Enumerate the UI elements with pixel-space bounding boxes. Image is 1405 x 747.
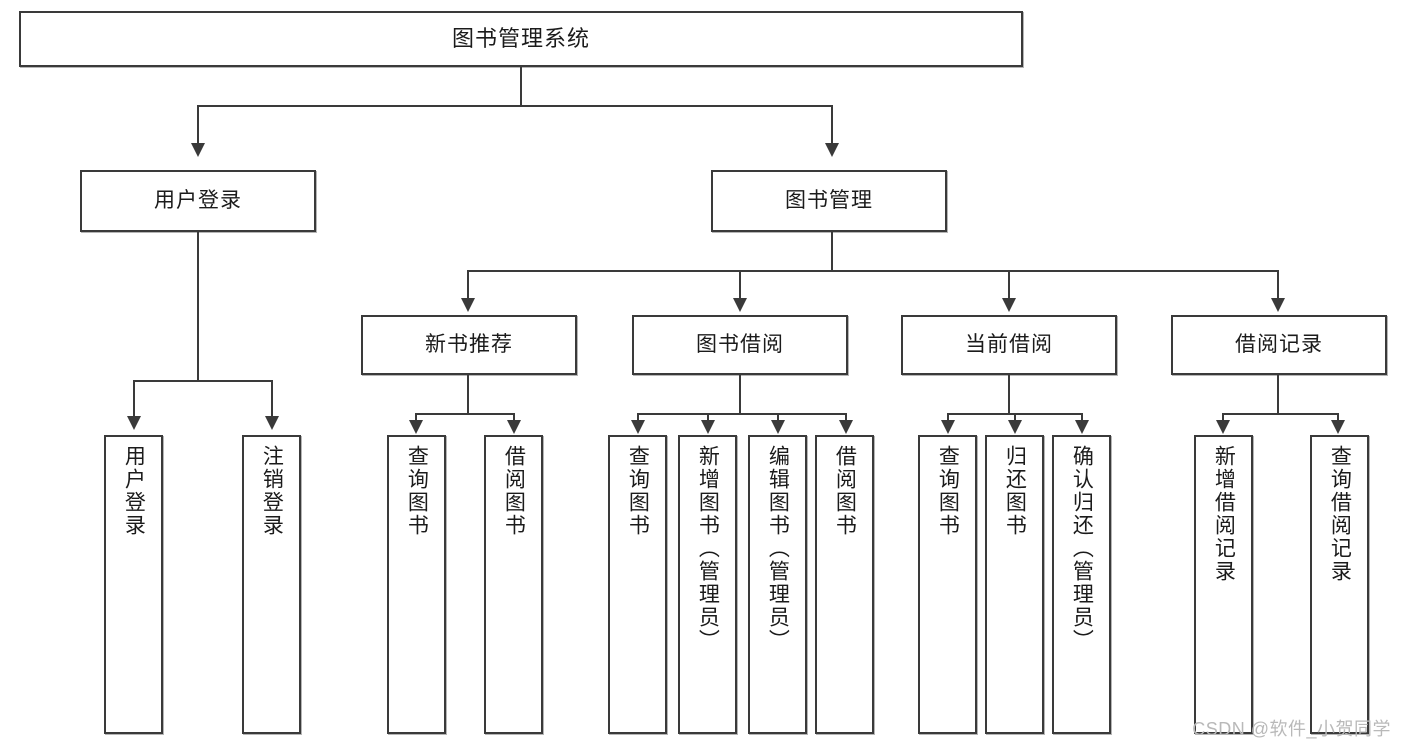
node-label: 当前借阅	[965, 333, 1053, 357]
connector-new-book-recommend-bus	[415, 413, 515, 415]
connector-book-borrow-leaf-3	[777, 413, 779, 422]
connector-book-management-stem	[831, 232, 833, 270]
leaf-label: 查询图书	[626, 445, 650, 537]
leaf-label: 借阅图书	[833, 445, 857, 537]
connector-to-book-borrow	[739, 270, 741, 300]
leaf-query-book-recommend[interactable]: 查询图书	[387, 435, 446, 734]
leaf-label: 查询图书	[936, 445, 960, 537]
connector-borrow-record-leaf-1	[1222, 413, 1224, 422]
arrow-new-book-recommend-leaf-1-icon	[409, 420, 423, 434]
leaf-label: 新增借阅记录	[1212, 445, 1236, 583]
arrow-borrow-record-leaf-1-icon	[1216, 420, 1230, 434]
arrow-user-login-leaf-1-icon	[127, 416, 141, 430]
arrow-to-current-borrow-icon	[1002, 298, 1016, 312]
arrow-book-borrow-leaf-2-icon	[701, 420, 715, 434]
arrow-to-book-borrow-icon	[733, 298, 747, 312]
connector-book-borrow-leaf-2	[707, 413, 709, 422]
arrow-user-login-leaf-2-icon	[265, 416, 279, 430]
leaf-query-book-borrow[interactable]: 查询图书	[608, 435, 667, 734]
connector-to-borrow-record	[1277, 270, 1279, 300]
node-label: 新书推荐	[425, 333, 513, 357]
connector-borrow-record-stem	[1277, 375, 1279, 413]
node-book-borrow[interactable]: 图书借阅	[632, 315, 848, 375]
leaf-add-book-admin[interactable]: 新增图书（管理员）	[678, 435, 737, 734]
connector-current-borrow-leaf-2	[1014, 413, 1016, 422]
node-current-borrow[interactable]: 当前借阅	[901, 315, 1117, 375]
leaf-borrow-book-recommend[interactable]: 借阅图书	[484, 435, 543, 734]
leaf-confirm-return-admin[interactable]: 确认归还（管理员）	[1052, 435, 1111, 734]
leaf-query-borrow-record[interactable]: 查询借阅记录	[1310, 435, 1369, 734]
connector-book-management-bus	[467, 270, 1278, 272]
connector-new-book-recommend-leaf-1	[415, 413, 417, 422]
leaf-edit-book-admin[interactable]: 编辑图书（管理员）	[748, 435, 807, 734]
node-book-management[interactable]: 图书管理	[711, 170, 947, 232]
connector-current-borrow-leaf-3	[1081, 413, 1083, 422]
arrow-borrow-record-leaf-2-icon	[1331, 420, 1345, 434]
node-root-book-management-system[interactable]: 图书管理系统	[19, 11, 1023, 67]
arrow-book-borrow-leaf-3-icon	[771, 420, 785, 434]
leaf-label: 借阅图书	[502, 445, 526, 537]
arrow-current-borrow-leaf-1-icon	[941, 420, 955, 434]
leaf-label: 确认归还（管理员）	[1070, 445, 1094, 652]
node-label: 图书借阅	[696, 333, 784, 357]
connector-book-borrow-stem	[739, 375, 741, 413]
leaf-label: 用户登录	[122, 445, 146, 537]
connector-user-login-stem	[197, 232, 199, 380]
connector-to-new-book-recommend	[467, 270, 469, 300]
arrow-to-new-book-recommend-icon	[461, 298, 475, 312]
leaf-label: 注销登录	[260, 445, 284, 537]
connector-new-book-recommend-leaf-2	[513, 413, 515, 422]
watermark-text: CSDN @软件_小贺同学	[1192, 719, 1391, 739]
connector-book-borrow-leaf-1	[637, 413, 639, 422]
arrow-current-borrow-leaf-2-icon	[1008, 420, 1022, 434]
connector-root-bus	[197, 105, 833, 107]
node-label: 用户登录	[154, 189, 242, 213]
connector-current-borrow-leaf-1	[947, 413, 949, 422]
connector-user-login-leaf-1	[133, 380, 135, 418]
connector-book-borrow-bus	[637, 413, 845, 415]
connector-user-login-leaf-2	[271, 380, 273, 418]
leaf-label: 查询图书	[405, 445, 429, 537]
connector-root-stem	[520, 67, 522, 105]
connector-book-borrow-leaf-4	[845, 413, 847, 422]
node-label: 图书管理	[785, 189, 873, 213]
arrow-current-borrow-leaf-3-icon	[1075, 420, 1089, 434]
leaf-return-book[interactable]: 归还图书	[985, 435, 1044, 734]
leaf-label: 查询借阅记录	[1328, 445, 1352, 583]
leaf-user-login[interactable]: 用户登录	[104, 435, 163, 734]
leaf-label: 编辑图书（管理员）	[766, 445, 790, 652]
arrow-to-borrow-record-icon	[1271, 298, 1285, 312]
node-new-book-recommend[interactable]: 新书推荐	[361, 315, 577, 375]
node-label: 图书管理系统	[451, 25, 590, 51]
arrow-new-book-recommend-leaf-2-icon	[507, 420, 521, 434]
connector-borrow-record-leaf-2	[1337, 413, 1339, 422]
arrow-root-to-book-management-icon	[825, 143, 839, 157]
leaf-label: 新增图书（管理员）	[696, 445, 720, 652]
connector-new-book-recommend-stem	[467, 375, 469, 413]
leaf-label: 归还图书	[1003, 445, 1027, 537]
arrow-root-to-user-login-icon	[191, 143, 205, 157]
connector-to-current-borrow	[1008, 270, 1010, 300]
node-user-login[interactable]: 用户登录	[80, 170, 316, 232]
arrow-book-borrow-leaf-4-icon	[839, 420, 853, 434]
connector-user-login-bus	[133, 380, 273, 382]
connector-current-borrow-stem	[1008, 375, 1010, 413]
leaf-borrow-book[interactable]: 借阅图书	[815, 435, 874, 734]
node-label: 借阅记录	[1235, 333, 1323, 357]
node-borrow-record[interactable]: 借阅记录	[1171, 315, 1387, 375]
arrow-book-borrow-leaf-1-icon	[631, 420, 645, 434]
connector-borrow-record-bus	[1222, 413, 1339, 415]
leaf-query-book-current[interactable]: 查询图书	[918, 435, 977, 734]
connector-root-to-user-login	[197, 105, 199, 145]
leaf-add-borrow-record[interactable]: 新增借阅记录	[1194, 435, 1253, 734]
connector-root-to-book-management	[831, 105, 833, 145]
leaf-logout[interactable]: 注销登录	[242, 435, 301, 734]
